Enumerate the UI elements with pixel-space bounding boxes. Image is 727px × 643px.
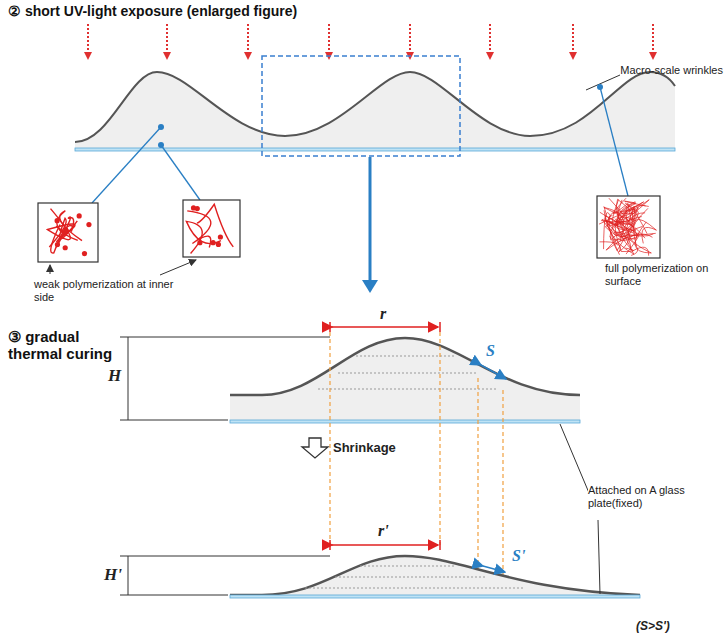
dimension-label: S [486,342,495,360]
leader-line [600,87,628,196]
dimension-arrow [332,326,438,328]
callout-label: Attached on A glass plate(fixed) [588,484,720,509]
polymer-chain [49,218,77,247]
crosslink-dot [86,222,91,227]
dimension-arrow [481,365,506,379]
callout-label: weak polymerization at inner side [34,278,174,303]
uv-arrow-head [569,52,577,60]
crosslink-dot [63,245,68,250]
section-heading: ② short UV-light exposure (enlarged figu… [8,3,297,19]
dimension-label: H' [104,565,122,585]
polymer-chain [197,204,233,247]
uv-arrow [87,24,89,52]
uv-arrow [328,24,330,52]
projection-lines [330,332,503,578]
uv-arrow-head [84,52,92,60]
crosslink-dot [55,242,60,247]
shrinkage-arrow [302,438,328,458]
leader-line [92,127,161,203]
dimension-arrow [483,566,505,572]
uv-arrow [247,24,249,52]
uv-arrow-head [649,52,657,60]
uv-arrows [84,24,657,60]
uv-arrow [409,24,411,52]
callout-label: Macro-scale wrinkles [620,64,723,77]
process-label: Shrinkage [333,441,396,456]
dimension-arrow [332,544,438,546]
dimension-line [128,556,129,595]
network-inset [597,196,660,258]
section-heading: ③ gradual thermal curing [8,328,118,363]
uv-arrow [166,24,168,52]
zoom-arrow-head [362,280,378,293]
network-inset [183,200,240,257]
leader-line [598,520,600,594]
polymer-chain [57,211,82,241]
dimension-label: S' [512,547,525,565]
callout-label: full polymerization on surface [605,262,723,287]
uv-arrow [572,24,574,52]
uv-arrow-head [486,52,494,60]
uv-arrow-head [244,52,252,60]
crosslink-dot [77,213,82,218]
level-lines [305,566,525,588]
dimension-line [128,337,129,420]
leader-line [161,145,200,200]
crosslink-dot [191,205,196,210]
level-lines [318,356,498,389]
leader-line [160,260,196,275]
polymer-networks [48,198,657,256]
polymer-chain [187,211,211,248]
wrinkle-surface [75,72,675,142]
leader-line [50,265,51,274]
polymer-chain [51,225,74,253]
bump-surface [230,338,580,395]
dimension-label: H [108,366,121,386]
crosslink-dot [197,240,202,245]
dimension-label: r [380,305,386,323]
crosslink-dot [218,234,223,239]
crosslink-dot [210,240,215,245]
polymer-chain [612,217,641,240]
uv-arrow [489,24,491,52]
bump-body [230,338,580,420]
uv-arrow [652,24,654,52]
crosslink-dot [55,218,60,223]
uv-arrow-head [163,52,171,60]
dimension-label: r' [378,522,389,540]
glass-plate [230,595,640,598]
bump-surface [230,556,640,595]
crosslink-dot [216,242,221,247]
dimension-line [120,420,228,421]
zoom-arrow [369,157,372,280]
bump-body [230,556,640,595]
relation-note: (S>S') [636,620,670,634]
zoom-box [262,56,460,156]
dimension-line [120,556,330,557]
polymer-chain [599,202,644,240]
leader-line [586,75,620,90]
crosslink-dot [63,227,68,232]
network-inset [38,203,98,262]
glass-plate [230,420,580,423]
dimension-line [120,595,228,596]
dimension-line [120,337,330,338]
wrinkle-body [75,72,675,148]
crosslink-dot [82,251,87,256]
